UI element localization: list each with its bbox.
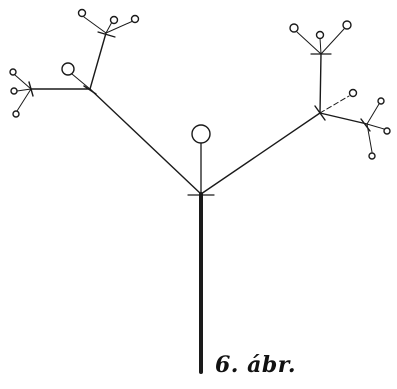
right-node-pedicel	[319, 95, 350, 114]
far-right-bud-1	[377, 97, 385, 105]
right-node-bud	[348, 88, 358, 98]
left-node-pedicel	[71, 73, 91, 90]
left-top-bud-3	[130, 14, 140, 24]
right-upper-stem	[319, 53, 322, 114]
left-upper-stem	[89, 32, 107, 90]
left-upper-bract	[97, 31, 116, 38]
right-top-bud-1	[289, 23, 299, 33]
far-right-pedicel-1	[366, 103, 380, 125]
far-right-pedicel-2	[366, 123, 385, 130]
far-left-bud-1	[9, 68, 17, 76]
far-left-bud-2	[10, 87, 18, 95]
right-top-pedicel-2	[319, 37, 322, 55]
left-top-pedicel-3	[105, 20, 134, 34]
figure-caption: 6. ábr.	[215, 352, 296, 378]
far-right-pedicel-3	[366, 123, 373, 153]
far-right-bud-3	[368, 152, 376, 160]
left-top-pedicel-1	[83, 16, 107, 34]
far-right-bud-2	[383, 127, 391, 135]
right-top-bud-2	[315, 30, 325, 40]
right-top-pedicel-1	[296, 31, 322, 55]
left-top-pedicel-2	[105, 21, 113, 34]
far-left-pedicel-2	[16, 88, 32, 92]
right-top-pedicel-3	[320, 28, 345, 55]
central-bud	[191, 124, 211, 144]
left-top-bud-1	[77, 8, 87, 18]
right-top-bud-3	[342, 20, 352, 30]
right-branch	[200, 112, 321, 195]
far-left-pedicel-1	[14, 74, 32, 90]
left-branch	[89, 88, 202, 195]
far-left-bud-3	[12, 110, 20, 118]
left-node-bud	[61, 62, 75, 76]
right-side-bract	[360, 118, 371, 132]
left-top-bud-2	[109, 15, 119, 25]
far-left-pedicel-3	[16, 88, 32, 112]
right-side-stem	[319, 112, 368, 125]
left-node-bract	[83, 85, 97, 95]
